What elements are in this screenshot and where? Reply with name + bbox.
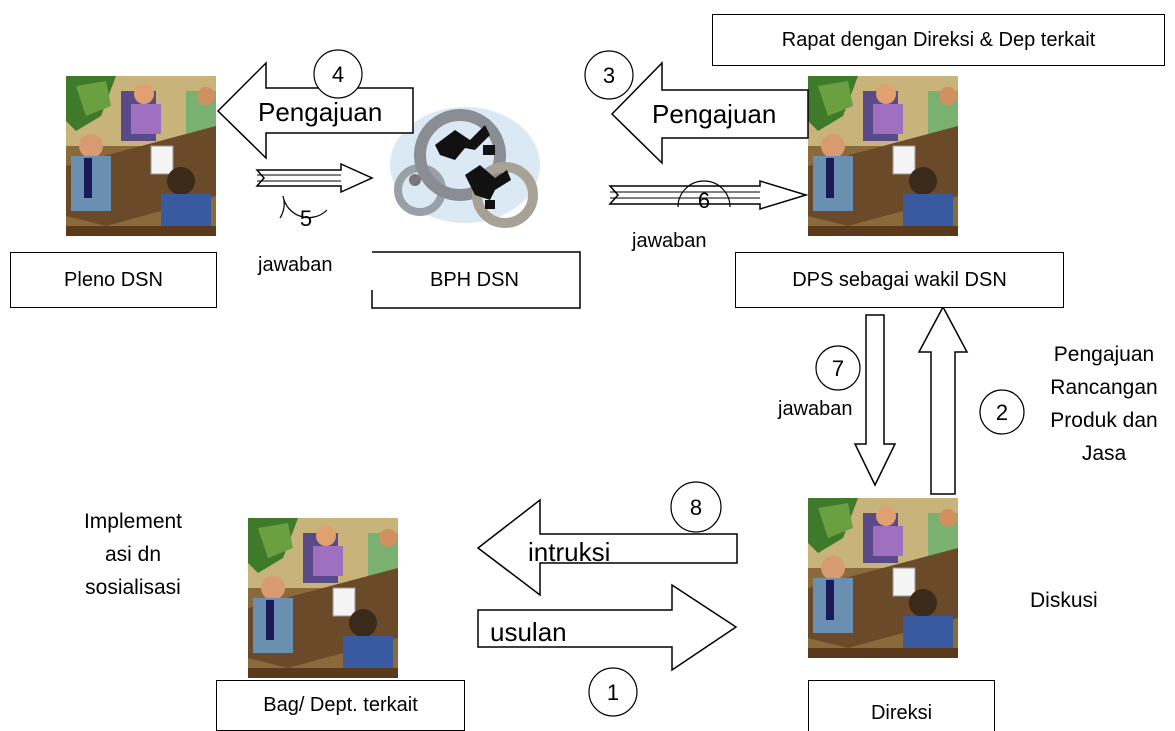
jawaban-6-label: jawaban — [632, 230, 707, 252]
meeting-clipart-direksi — [807, 497, 959, 659]
step-circle-3: 3 — [584, 50, 634, 100]
arrow-7-jawaban — [853, 314, 897, 487]
svg-text:6: 6 — [698, 188, 710, 213]
node-direksi: Direksi — [808, 680, 995, 731]
node-bph-dsn-label: BPH DSN — [430, 269, 519, 291]
implementasi-line-2: asi dn — [104, 543, 162, 566]
jawaban-5-label: jawaban — [258, 254, 333, 276]
meeting-clipart-pleno — [65, 75, 217, 237]
step-circle-1: 1 — [588, 667, 638, 717]
svg-text:5: 5 — [300, 206, 312, 231]
svg-text:1: 1 — [607, 680, 619, 705]
pengajuan-line-2: Rancangan — [1050, 376, 1158, 399]
arrow-8-label: intruksi — [528, 537, 611, 567]
node-dps-wakil-dsn: DPS sebagai wakil DSN — [735, 252, 1064, 308]
svg-text:8: 8 — [690, 495, 702, 520]
svg-text:3: 3 — [603, 63, 615, 88]
arrow-3-pengajuan — [610, 61, 809, 165]
pengajuan-rancangan-label: Pengajuan Rancangan Produk dan Jasa — [1035, 338, 1173, 470]
node-pleno-dsn: Pleno DSN — [10, 252, 217, 308]
implementasi-line-1: Implement — [83, 510, 183, 533]
bph-box-outline — [371, 251, 581, 309]
step-circle-2: 2 — [979, 389, 1025, 435]
implementasi-line-3: sosialisasi — [85, 576, 181, 599]
jawaban-7-label: jawaban — [778, 398, 853, 420]
svg-text:2: 2 — [996, 400, 1008, 425]
pengajuan-line-1: Pengajuan — [1053, 343, 1155, 366]
arrow-4-pengajuan — [216, 61, 414, 160]
step-circle-6: 6 — [677, 180, 731, 213]
pengajuan-line-4: Jasa — [1081, 442, 1127, 465]
arrow-1-usulan — [477, 583, 738, 672]
step-circle-5: 5 — [279, 195, 328, 231]
arrow-4-label: Pengajuan — [258, 97, 383, 127]
meeting-clipart-bag — [247, 517, 399, 679]
meeting-clipart-dps — [807, 75, 959, 237]
implementasi-label: Implement asi dn sosialisasi — [58, 505, 208, 604]
arrow-2-pengajuan — [917, 305, 969, 495]
arrow-3-label: Pengajuan — [652, 99, 777, 129]
arrow-8-intruksi — [476, 498, 738, 597]
svg-text:4: 4 — [332, 62, 344, 87]
node-bag-dept: Bag/ Dept. terkait — [216, 680, 465, 731]
diskusi-label: Diskusi — [1030, 589, 1098, 612]
arrow-5-jawaban — [255, 162, 374, 194]
arrow-1-label: usulan — [490, 617, 567, 647]
node-rapat: Rapat dengan Direksi & Dep terkait — [712, 14, 1165, 66]
step-circle-8: 8 — [670, 481, 722, 533]
pengajuan-line-3: Produk dan — [1050, 409, 1158, 432]
step-circle-7: 7 — [815, 345, 861, 391]
svg-text:7: 7 — [832, 356, 844, 381]
step-circle-4: 4 — [313, 49, 363, 99]
